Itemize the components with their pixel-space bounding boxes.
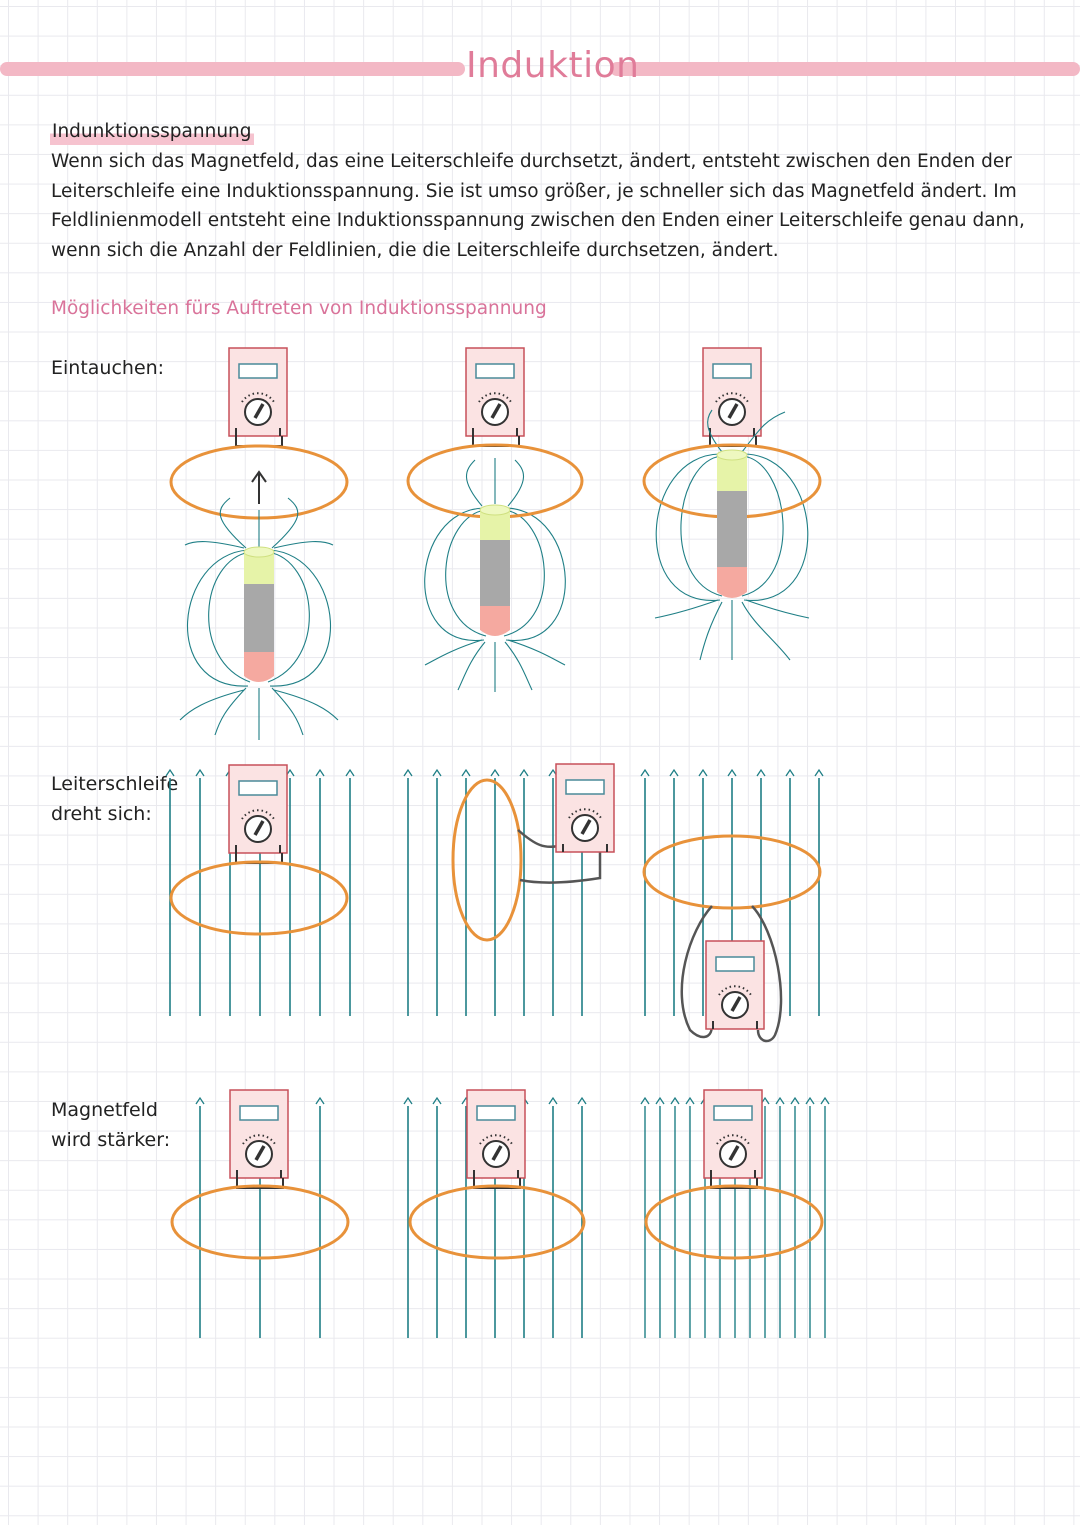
- conductor-loop: [408, 1184, 586, 1260]
- voltmeter-icon: [701, 346, 763, 438]
- voltmeter-icon: [465, 1088, 527, 1180]
- dreht-panel-2: [403, 762, 616, 1016]
- voltmeter-icon: [704, 939, 766, 1031]
- eintauchen-panel-2: [406, 346, 584, 692]
- staerker-panel-3: [640, 1088, 830, 1338]
- voltmeter-icon: [227, 763, 289, 855]
- conductor-loop: [642, 834, 822, 910]
- staerker-panel-1: [170, 1088, 350, 1338]
- bar-magnet: [243, 546, 275, 682]
- magnet-field-lines: [179, 497, 339, 740]
- voltmeter-icon: [228, 1088, 290, 1180]
- title-bar-right: [610, 62, 1080, 76]
- voltmeter-icon: [464, 346, 526, 438]
- eintauchen-panel-1: [169, 346, 349, 740]
- conductor-loop: [451, 778, 523, 942]
- row-label-magnetfeld-staerker: Magnetfeld wird stärker:: [51, 1099, 171, 1151]
- voltmeter-icon: [227, 346, 289, 438]
- row-label-eintauchen: Eintauchen:: [51, 357, 165, 379]
- definition-paragraph: Wenn sich das Magnetfeld, das eine Leite…: [51, 151, 1025, 261]
- eintauchen-panel-3: [642, 346, 822, 661]
- up-arrow-icon: [251, 470, 267, 504]
- dreht-panel-3: [640, 769, 824, 1043]
- conductor-loop: [170, 1184, 350, 1260]
- bar-magnet: [716, 449, 748, 598]
- dreht-panel-1: [165, 763, 355, 1016]
- bar-magnet: [479, 504, 511, 636]
- voltmeter-icon: [702, 1088, 764, 1180]
- title-bar-left: [0, 62, 465, 76]
- magnet-field-lines: [654, 409, 810, 661]
- possibilities-heading: Möglichkeiten fürs Auftreten von Indukti…: [51, 298, 547, 319]
- uniform-field-lines: [169, 778, 351, 1016]
- conductor-loop: [169, 860, 349, 936]
- voltmeter-icon: [554, 762, 616, 854]
- row-label-leiterschleife-dreht: Leiterschleife dreht sich:: [51, 773, 179, 825]
- staerker-panel-2: [403, 1088, 587, 1338]
- uniform-field-lines: [644, 1106, 826, 1338]
- section-heading: Indunktionsspannung: [50, 119, 254, 145]
- conductor-loop: [644, 1184, 824, 1260]
